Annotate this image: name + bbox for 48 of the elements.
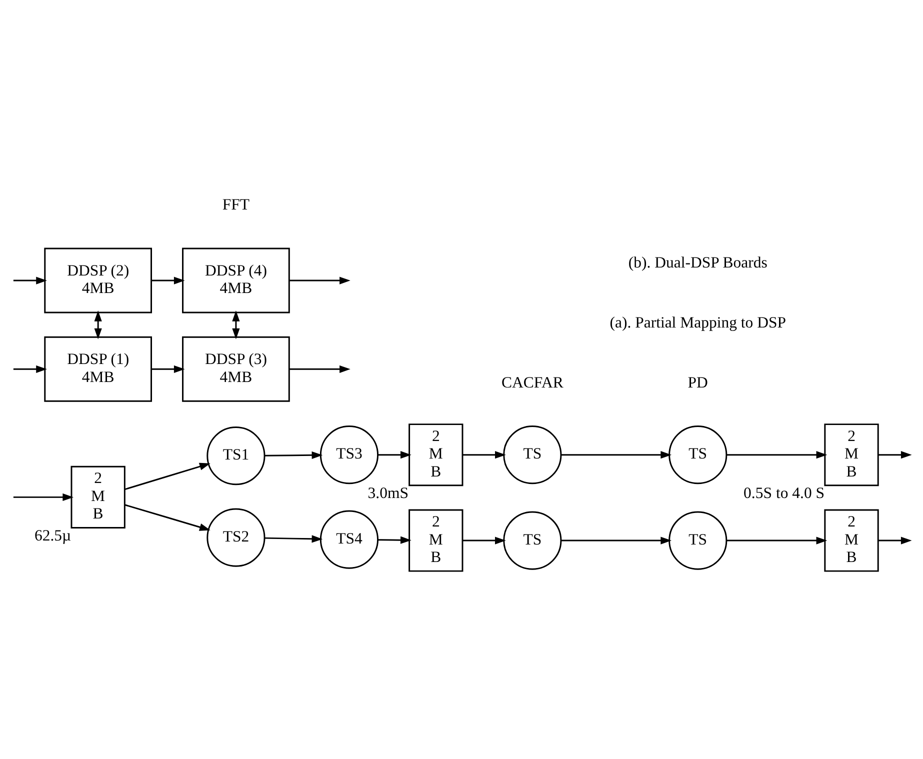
label: CACFAR bbox=[501, 374, 564, 392]
arrow bbox=[94, 310, 102, 340]
node-circle: TS3 bbox=[320, 426, 379, 484]
arrow bbox=[264, 451, 323, 459]
arrow bbox=[462, 536, 506, 544]
node-box: DDSP (1) 4MB bbox=[44, 336, 152, 402]
arrow bbox=[124, 462, 210, 490]
node-circle: TS bbox=[503, 511, 562, 570]
arrow bbox=[152, 276, 185, 284]
node-box: 2 M B bbox=[408, 424, 464, 486]
arrow bbox=[152, 365, 185, 373]
arrow bbox=[878, 536, 912, 544]
node-box: DDSP (4) 4MB bbox=[182, 248, 290, 314]
node-label: 0.5S to 4.0 S bbox=[744, 484, 825, 502]
node-circle: TS1 bbox=[206, 426, 266, 486]
label: FFT bbox=[222, 196, 250, 214]
arrow bbox=[378, 451, 412, 459]
node-box: DDSP (2) 4MB bbox=[44, 248, 152, 314]
node-circle: TS bbox=[503, 426, 562, 484]
arrow bbox=[264, 535, 323, 543]
node-label: 3.0mS bbox=[368, 484, 408, 502]
node-circle: TS bbox=[668, 511, 728, 570]
node-circle: TS4 bbox=[320, 510, 379, 569]
arrow bbox=[124, 504, 210, 531]
label: (a). Partial Mapping to DSP bbox=[610, 314, 786, 332]
node-box: 2 M B bbox=[70, 466, 126, 528]
arrow bbox=[462, 451, 506, 459]
label: (b). Dual-DSP Boards bbox=[628, 254, 768, 272]
node-circle: TS2 bbox=[206, 508, 266, 567]
node-box: 2 M B bbox=[824, 424, 879, 486]
node-box: 2 M B bbox=[824, 509, 879, 572]
arrow bbox=[726, 536, 828, 544]
arrow bbox=[13, 365, 47, 373]
node-box: DDSP (3) 4MB bbox=[182, 336, 290, 402]
arrow bbox=[13, 276, 47, 284]
node-label: 62.5µ bbox=[34, 527, 72, 544]
arrow bbox=[378, 536, 412, 544]
arrow bbox=[289, 276, 350, 284]
node-box: 2 M B bbox=[408, 509, 464, 572]
arrow bbox=[561, 536, 672, 544]
arrow bbox=[561, 451, 672, 459]
arrow bbox=[726, 451, 828, 459]
arrow bbox=[878, 451, 912, 459]
node-circle: TS bbox=[668, 426, 728, 484]
arrow bbox=[232, 310, 240, 340]
label: PD bbox=[688, 374, 708, 392]
arrow bbox=[289, 365, 350, 373]
arrow bbox=[13, 493, 74, 501]
